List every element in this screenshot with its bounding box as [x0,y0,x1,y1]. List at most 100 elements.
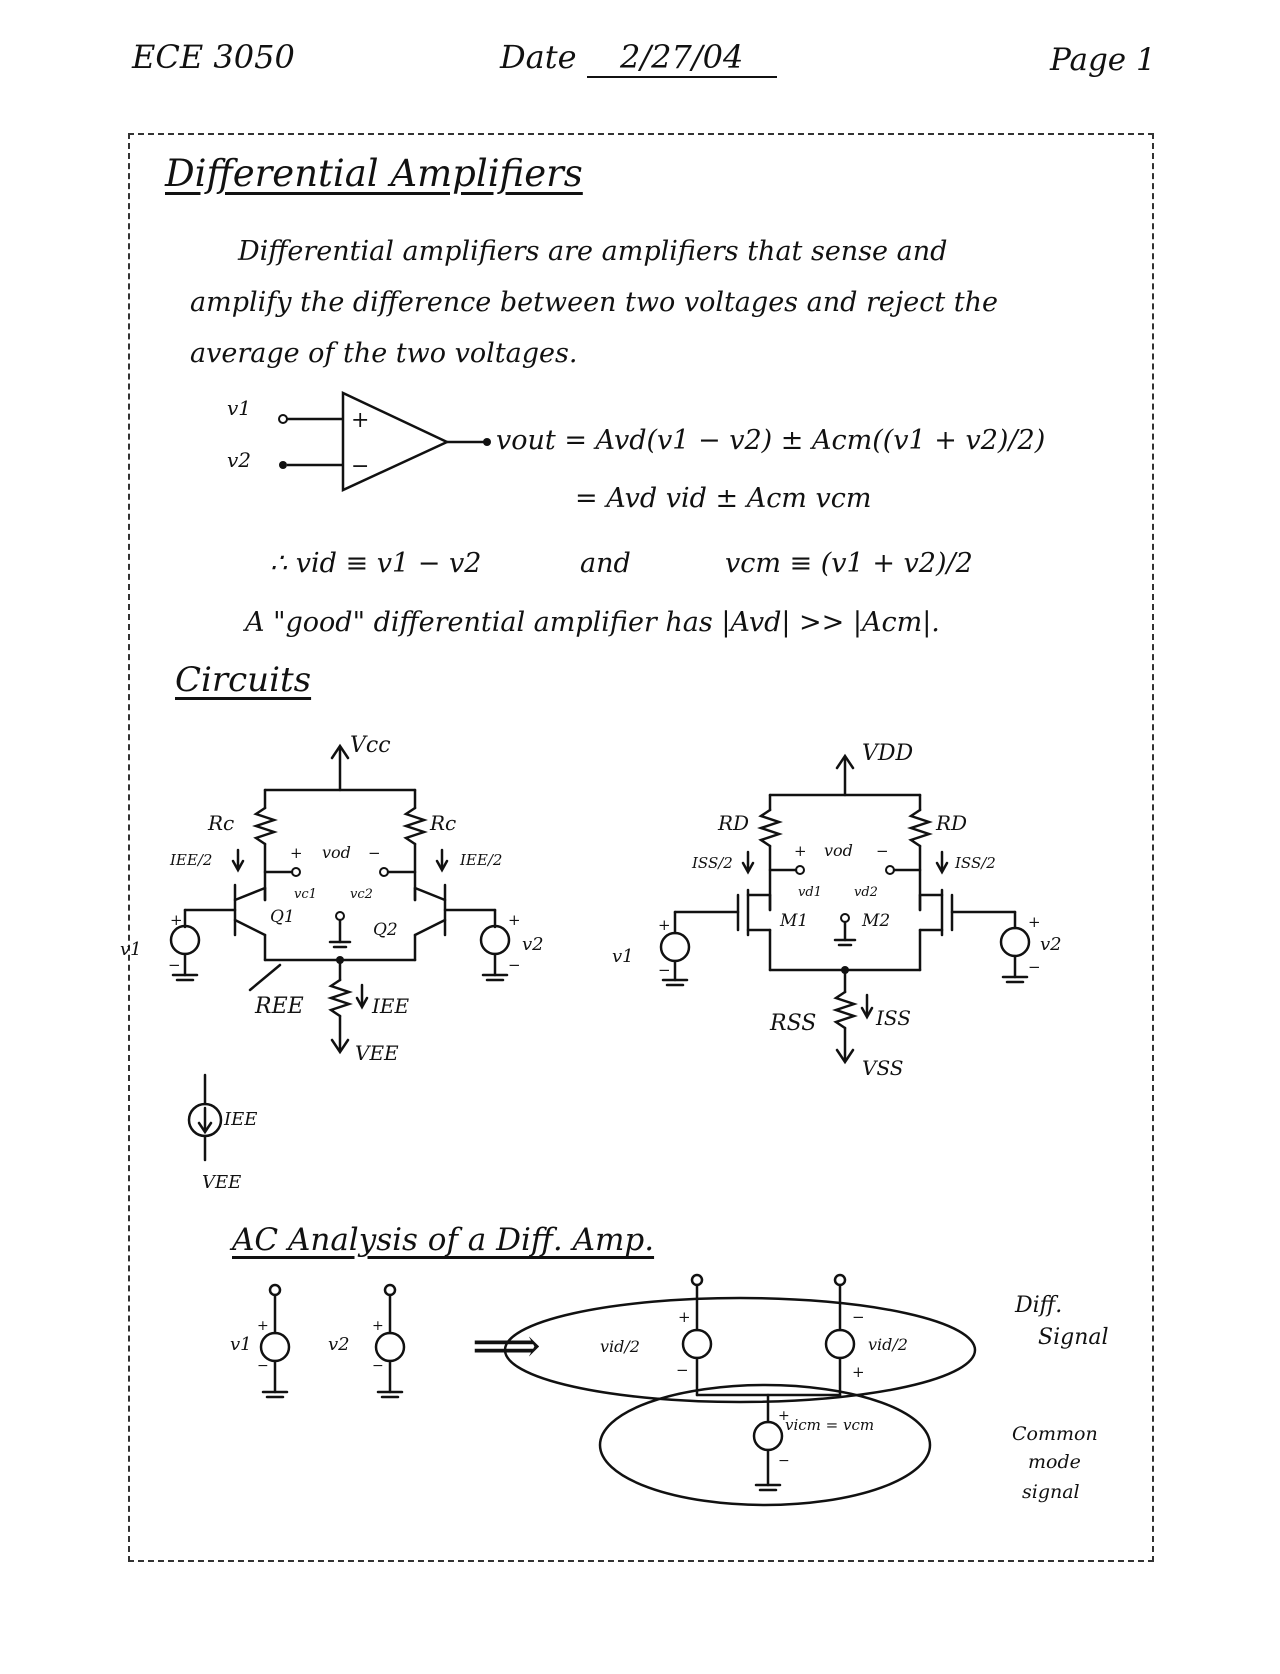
ac-v2-minus: − [372,1358,384,1374]
vod-minus-terminal [379,867,389,877]
mos-v2-minus: − [1028,958,1041,976]
transform-arrow: ⟹ [472,1318,541,1374]
rc-left-label: Rc [207,811,234,835]
q1-collector-lead [233,886,267,902]
iss2-left-arrow-head [741,861,755,875]
op-amp-diagram: v1 v2 + − [227,391,491,492]
common-mode-ellipse [598,1383,932,1507]
ac-v1-source-symbol [259,1331,291,1363]
rd-left-label: RD [717,811,749,835]
mos-v1-plus: + [658,916,671,934]
rd-right-label: RD [935,811,967,835]
vid-definition: ∴ vid ≡ v1 − v2 [270,548,482,579]
output-equation: vout = Avd(v1 − v2) ± Acm((v1 + v2)/2) [496,425,1046,456]
iee2-right-label: IEE/2 [459,851,502,869]
vicm-plus: + [778,1408,790,1424]
iss-label: ISS [875,1006,911,1030]
and-word: and [580,548,631,579]
mos-v2-source-symbol [999,926,1031,958]
mos-vod-minus-sign: − [876,842,889,860]
vod-minus-sign: − [368,844,381,862]
common-mode-label-1: Common [1012,1423,1098,1445]
ac-v1-label: v1 [230,1334,252,1355]
ac-v2-source-symbol [374,1331,406,1363]
ac-v2-plus: + [372,1318,384,1334]
q2-emitter-lead [413,918,447,937]
bjt-v1-minus: − [168,956,181,974]
ac-v1-plus: + [257,1318,269,1334]
ac-top-v2-label: v2 [832,1270,854,1273]
vee-label: VEE [355,1041,399,1065]
q2-label: Q2 [373,920,398,940]
vc1-label: vc1 [294,887,317,902]
iee2-right-arrow-head [435,859,449,873]
vod-label: vod [322,843,351,862]
rss-label: RSS [769,1011,816,1036]
tail-node [336,956,344,964]
vdd-arrow [835,753,855,770]
ree-label: REE [254,994,304,1019]
mos-v1-minus: − [658,961,671,979]
mos-v1-source-symbol [659,931,691,963]
q1-label: Q1 [270,907,295,927]
vicm-source-symbol [752,1420,784,1452]
circuits-heading: Circuits [175,660,312,700]
bjt-v1-plus: + [170,911,183,929]
iee2-left-arrow-head [231,859,245,873]
intro-line-1: Differential amplifiers are amplifiers t… [238,236,948,267]
m1-label: M1 [779,911,808,931]
rd-right-resistor [907,808,933,848]
ree-resistor [327,978,353,1018]
vcm-definition: vcm ≡ (v1 + v2)/2 [725,548,973,579]
mos-vod-plus-sign: + [794,842,807,860]
ac-analysis-heading: AC Analysis of a Diff. Amp. [232,1222,655,1258]
op-amp-input-1-label: v1 [227,396,251,420]
mos-tail-node [841,966,849,974]
vcc-arrow [330,743,350,760]
op-amp-minus: − [351,454,369,479]
iee2-left-label: IEE/2 [169,851,212,869]
output-equation-simplified: = Avd vid ± Acm vcm [575,483,872,514]
center-terminal [335,911,345,921]
ac-analysis-diagram: v1 + − v2 + − ⟹ v1 v2 vid/2 + − vid/2 − … [230,1270,1109,1507]
diff-signal-ellipse [503,1296,977,1404]
current-source-pointer [248,963,282,992]
date-field: Date 2/27/04 [500,38,777,78]
bjt-v2-minus: − [508,956,521,974]
rss-resistor [832,990,858,1030]
m2-label: M2 [861,911,890,931]
mos-v2-plus: + [1028,913,1041,931]
iee-arrow-head [355,996,369,1010]
vid-left-minus: − [676,1361,689,1379]
rc-right-resistor [402,806,428,846]
rc-left-resistor [252,806,278,846]
vss-label: VSS [862,1056,904,1080]
vod-plus-sign: + [290,844,303,862]
mos-vod-label: vod [824,841,853,860]
iee-source-label: IEE [223,1109,257,1130]
page-border [128,133,1154,1562]
common-mode-label-3: signal [1022,1481,1080,1503]
input-1-terminal [278,414,288,424]
course-number: ECE 3050 [132,38,295,76]
mos-v2-label: v2 [1040,934,1062,955]
ac-v1-minus: − [257,1358,269,1374]
ac-v2-label: v2 [328,1334,350,1355]
mos-center-terminal [840,913,850,923]
bjt-v2-label: v2 [522,934,544,955]
ac-top-v1-label: v1 [688,1270,710,1273]
ac-v1-terminal [268,1283,282,1297]
vcc-label: Vcc [350,733,391,758]
ac-top-v1-terminal [690,1273,704,1287]
diff-signal-label-1: Diff. [1014,1293,1062,1318]
iee-source-vee-label: VEE [202,1172,241,1193]
v1-source-symbol [169,924,201,956]
output-terminal [483,438,491,446]
common-mode-label-2: mode [1028,1451,1081,1473]
v2-source-symbol [479,924,511,956]
input-2-terminal [279,461,287,469]
good-amp-statement: A "good" differential amplifier has |Avd… [245,607,940,638]
iss2-left-label: ISS/2 [691,854,733,872]
op-amp-triangle [341,391,450,492]
date-label: Date [500,38,577,76]
